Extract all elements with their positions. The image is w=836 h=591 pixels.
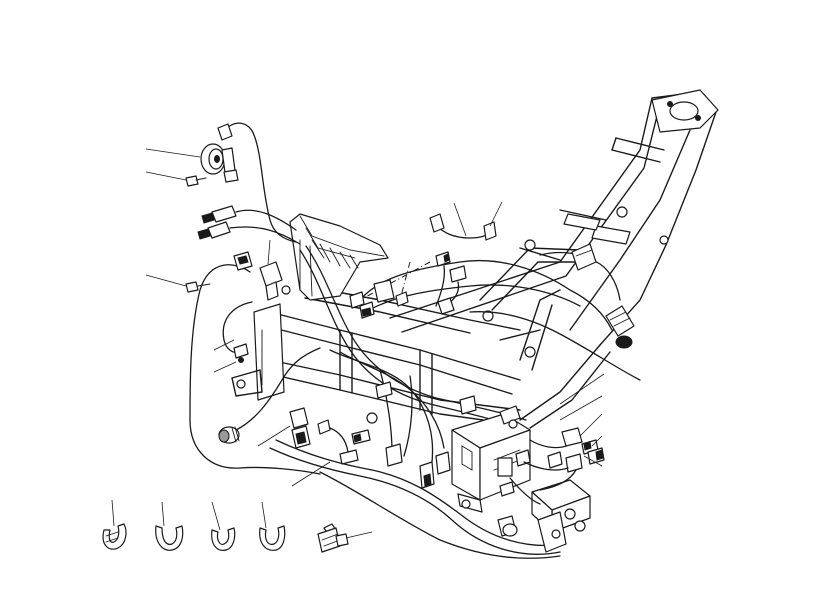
lambda-sensor <box>317 523 349 553</box>
main-wiring-harness <box>269 245 641 559</box>
ecu-bracket <box>457 493 483 513</box>
rear-connectors <box>497 427 605 537</box>
relay-bracket <box>259 261 291 301</box>
ht-lead-guide <box>359 261 431 301</box>
mount-bolt <box>185 281 211 293</box>
horn <box>200 143 239 183</box>
sensor-wire <box>222 301 253 354</box>
battery-tray <box>289 213 389 301</box>
voltage-regulator <box>531 479 591 553</box>
front-connectors <box>197 205 301 245</box>
horn-bolt <box>185 175 207 187</box>
ht-lead <box>429 213 497 241</box>
middle-connectors <box>349 251 467 319</box>
cable-clip-3 <box>211 527 236 551</box>
cable-clip-2 <box>155 525 184 551</box>
motorcycle-frame <box>231 89 719 429</box>
harness-plugs <box>339 381 477 489</box>
rear-multi-connector <box>605 305 635 349</box>
fuse-holder <box>289 407 349 453</box>
tail-connector <box>571 243 597 271</box>
ignition-connector <box>218 347 321 444</box>
engine-control-unit <box>451 405 531 501</box>
cable-clip-1 <box>102 523 127 550</box>
leader-lines <box>111 148 605 539</box>
left-loom <box>189 264 321 475</box>
horn-wire <box>221 122 297 243</box>
cable-clip-4 <box>259 525 286 551</box>
